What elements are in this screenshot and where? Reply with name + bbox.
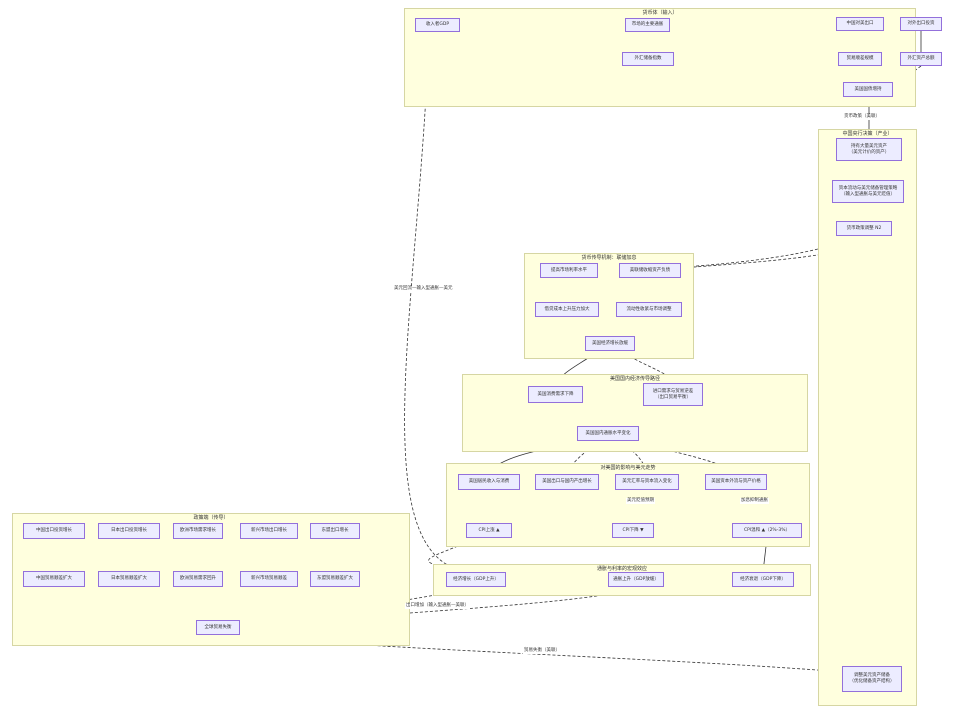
node-s2: 通胀上升（GDP放缓） [608, 572, 664, 587]
node-p4: 流动性收紧与市场调整 [616, 302, 682, 317]
edge-label-bottom: 贸易失衡（美联） [523, 648, 561, 654]
cluster-sub-title: 通胀与利率的宏观效应 [596, 566, 647, 572]
node-r2: 资本流动与美元储备管理策略 （输入型通胀与美元贬值） [832, 180, 904, 203]
node-esum: 全球贸易失衡 [196, 620, 240, 635]
cluster-policy-title: 货币传导机制：联储加息 [581, 255, 637, 261]
node-p2: 美联储收缩资产负债 [619, 263, 681, 278]
node-s3: 经济衰退（GDP下降） [732, 572, 794, 587]
node-l6: CPI下降 ▼ [612, 523, 654, 538]
node-e5: 东盟出口增长 [310, 523, 360, 539]
node-e2: 日本出口投资增长 [98, 523, 160, 539]
node-t-r2: 对外出口投资 [900, 17, 942, 31]
node-p1: 提高市场利率水平 [540, 263, 598, 278]
node-rb: 调整美元资产储备 （优化储备资产结构） [842, 666, 902, 692]
edge-label-rate: 加息抑制通胀 [740, 498, 769, 504]
edge-label-fed: 货币政策（美联） [843, 114, 881, 120]
edge-label-left-vert: 美元回流—输入型通胀—美元 [393, 286, 454, 292]
node-p3: 借贷成本上升压力加大 [535, 302, 599, 317]
node-t-r1b: 贸易顺差规模 [838, 52, 882, 66]
node-l3: 美元汇率与资本流入变化 [615, 474, 679, 490]
node-e1: 中国出口投资增长 [23, 523, 85, 539]
node-l7: CPI温和 ▲（2%-3%） [732, 523, 802, 538]
node-m3: 美国国内通胀水平变化 [577, 426, 639, 441]
node-s1: 经济增长（GDP上升） [446, 572, 506, 587]
node-t-r1: 中国对美出口 [836, 17, 884, 31]
node-gdp: 收入者GDP [415, 18, 460, 32]
cluster-right-title: 中国央行决策（产业） [842, 131, 893, 137]
node-e3: 欧洲市场需求增长 [173, 523, 223, 539]
cluster-lower-title: 对美国的影响与美元走势 [600, 465, 656, 471]
cluster-mid: 美国国内经济传导路径 [462, 374, 808, 452]
node-t-r2b: 外汇资产总额 [900, 52, 942, 66]
node-r3: 货币政策调整 N2 [836, 221, 892, 236]
node-p5: 美国经济增长放缓 [585, 336, 635, 351]
edge-label-dep: 美元贬值预期 [626, 498, 655, 504]
node-l4: 美国资本外流与资产价格 [705, 474, 767, 490]
node-l1: 美国居民收入与消费 [458, 474, 520, 490]
node-e4: 新兴市场出口增长 [240, 523, 298, 539]
cluster-top-title: 货币体（输入） [642, 10, 678, 16]
node-t-p1: 市场的主要通胀 [625, 18, 670, 32]
node-e1b: 中国贸易顺差扩大 [23, 571, 85, 587]
node-e2b: 日本贸易顺差扩大 [98, 571, 160, 587]
node-t-p2: 外汇储备指数 [622, 52, 674, 66]
node-l2: 美国出口与国内产出增长 [535, 474, 599, 490]
node-m2: 进口需求与贸易逆差 （出口贸易平衡） [643, 383, 703, 406]
node-l5: CPI上涨 ▲ [466, 523, 512, 538]
cluster-right: 中国央行决策（产业） [818, 129, 917, 706]
node-e5b: 东盟贸易顺差扩大 [310, 571, 360, 587]
cluster-mid-title: 美国国内经济传导路径 [609, 376, 660, 382]
cluster-left-title: 政策端（传导） [193, 515, 229, 521]
edge-label-trade: 出口增加（输入型通胀—美联） [405, 603, 470, 609]
node-t-sum: 美国国债增持 [843, 82, 893, 97]
node-r1: 持有大量美元资产 （美元计价的资产） [836, 138, 902, 161]
node-e4b: 新兴市场贸易顺差 [240, 571, 298, 587]
node-m1: 美国消费需求下降 [528, 386, 583, 403]
node-e3b: 欧洲贸易需求回升 [173, 571, 223, 587]
